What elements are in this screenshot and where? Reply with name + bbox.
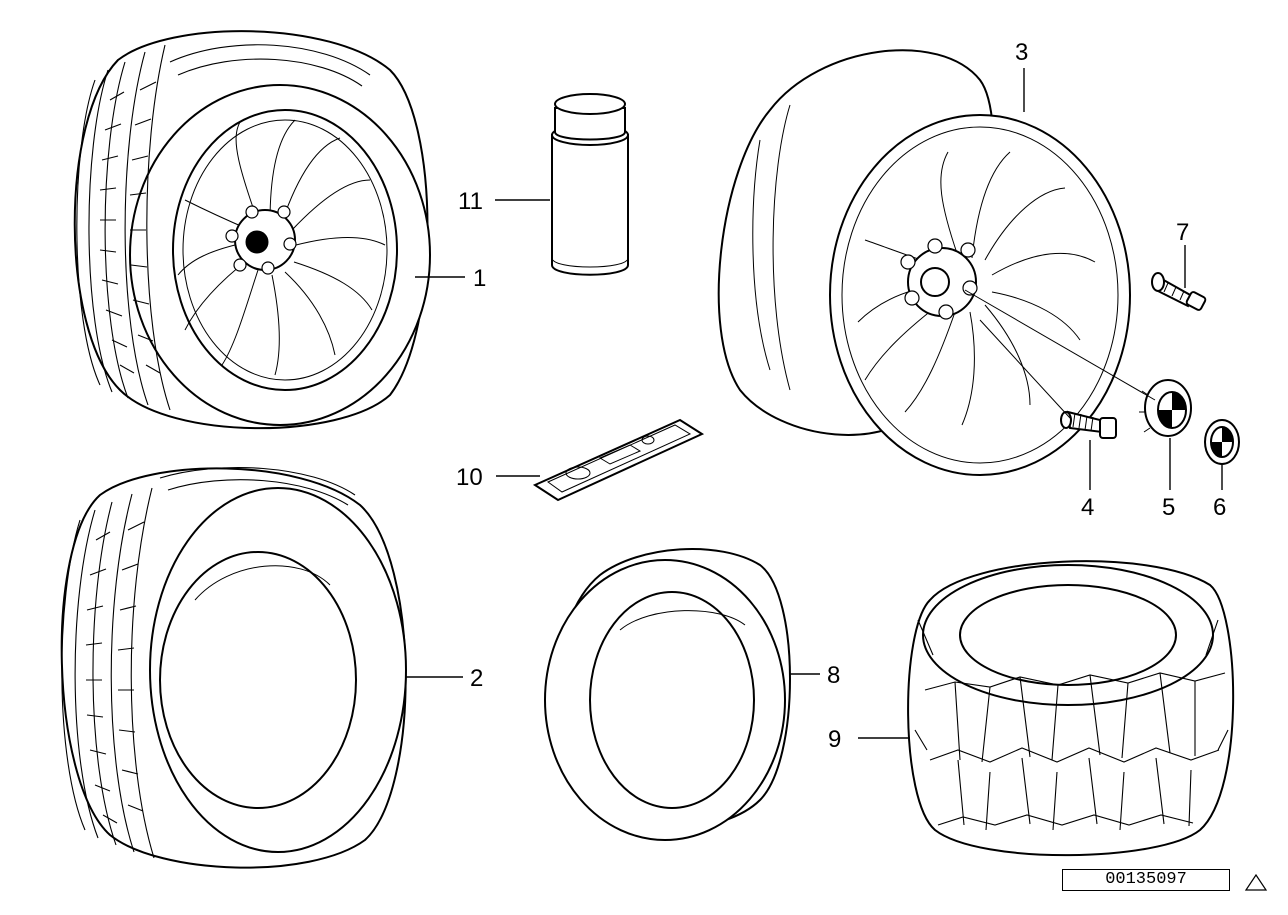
callout-2: 2 — [470, 665, 483, 692]
rim-illustration — [717, 49, 1131, 476]
callout-8: 8 — [827, 662, 840, 689]
callout-4: 4 — [1081, 494, 1094, 521]
emblem-illustration — [1204, 419, 1240, 465]
callout-labels: 1 2 3 4 5 6 7 8 9 10 11 — [456, 39, 1226, 753]
rim-tape-illustration — [544, 547, 791, 841]
callout-10: 10 — [456, 464, 483, 491]
spray-can-illustration — [551, 93, 629, 276]
triangle-outline-icon — [1244, 873, 1268, 891]
complete-wheel-illustration — [73, 30, 431, 430]
callout-1: 1 — [473, 265, 486, 292]
pressure-label-illustration — [532, 418, 705, 502]
callout-6: 6 — [1213, 494, 1226, 521]
tyre-valve-illustration — [1151, 272, 1207, 311]
callout-11: 11 — [458, 188, 483, 215]
snow-chain-illustration — [907, 560, 1235, 857]
callout-5: 5 — [1162, 494, 1175, 521]
leader-lines — [405, 68, 1223, 739]
hub-cap-illustration — [1139, 379, 1192, 437]
callout-7: 7 — [1176, 219, 1189, 246]
callout-9: 9 — [828, 726, 841, 753]
tyre-illustration — [60, 467, 407, 869]
document-number: 00135097 — [1062, 869, 1230, 891]
callout-3: 3 — [1015, 39, 1028, 66]
